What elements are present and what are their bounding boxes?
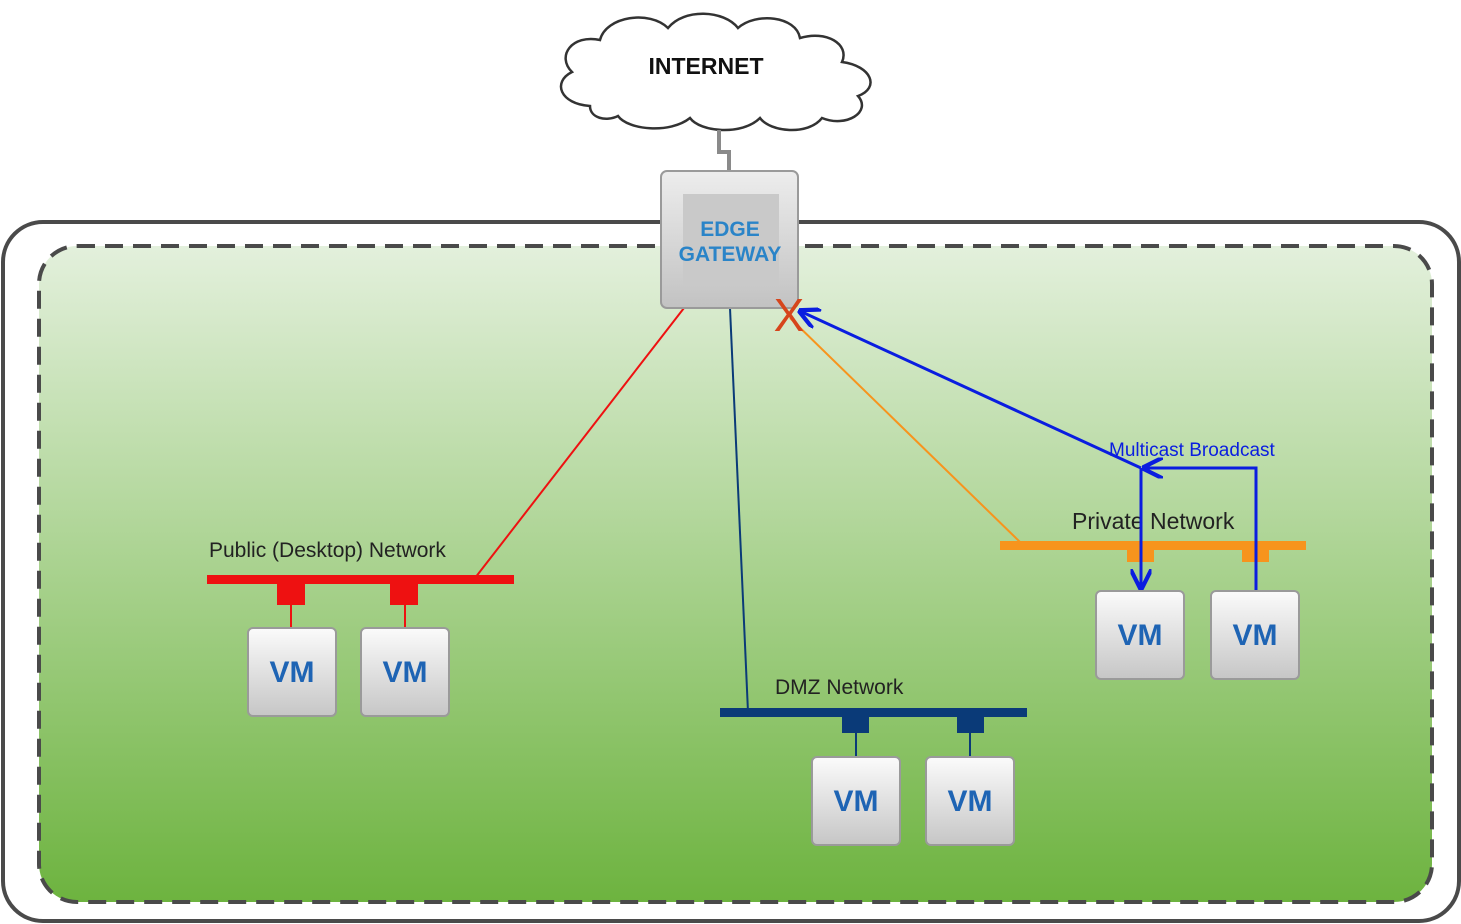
public-network-port	[390, 582, 418, 605]
public-network-label: Public (Desktop) Network	[209, 539, 446, 562]
vm-label: VM	[948, 785, 993, 818]
vm-node: VM	[1210, 590, 1300, 680]
virtual-datacenter-zone	[37, 244, 1434, 904]
vm-label: VM	[834, 785, 879, 818]
vm-node: VM	[1095, 590, 1185, 680]
dmz-network-port	[957, 715, 984, 733]
edge-gateway-label-line2: GATEWAY	[679, 243, 782, 266]
multicast-label: Multicast Broadcast	[1109, 440, 1276, 461]
multicast-to-gateway-arrow	[802, 312, 1142, 470]
vm-node: VM	[925, 756, 1015, 846]
public-network-link	[474, 307, 685, 579]
vm-node: VM	[811, 756, 901, 846]
vm-label: VM	[1233, 619, 1278, 652]
internet-uplink	[717, 130, 731, 172]
internet-cloud: INTERNET	[559, 12, 872, 132]
dmz-network: DMZ Network	[720, 676, 1027, 757]
public-network-port	[277, 582, 305, 605]
vm-node: VM	[247, 627, 337, 717]
private-network-label: Private Network	[1072, 508, 1235, 534]
public-network: Public (Desktop) Network	[207, 539, 514, 628]
vm-label: VM	[270, 656, 315, 689]
edge-gateway: EDGE GATEWAY	[660, 170, 799, 309]
blocked-marker-icon: X	[774, 289, 805, 341]
dmz-network-label: DMZ Network	[775, 676, 904, 699]
multicast-flow: Multicast Broadcast	[802, 312, 1276, 590]
dmz-network-port	[842, 715, 869, 733]
multicast-return-line	[1146, 468, 1258, 590]
public-network-bus	[207, 575, 514, 584]
edge-gateway-label-line1: EDGE	[700, 218, 760, 241]
vm-label: VM	[383, 656, 428, 689]
vm-node: VM	[360, 627, 450, 717]
private-network-link	[789, 317, 1021, 543]
dmz-network-link	[729, 307, 749, 713]
private-network-bus	[1000, 541, 1306, 550]
dmz-network-bus	[720, 708, 1027, 717]
internet-label: INTERNET	[649, 53, 764, 79]
vm-label: VM	[1118, 619, 1163, 652]
